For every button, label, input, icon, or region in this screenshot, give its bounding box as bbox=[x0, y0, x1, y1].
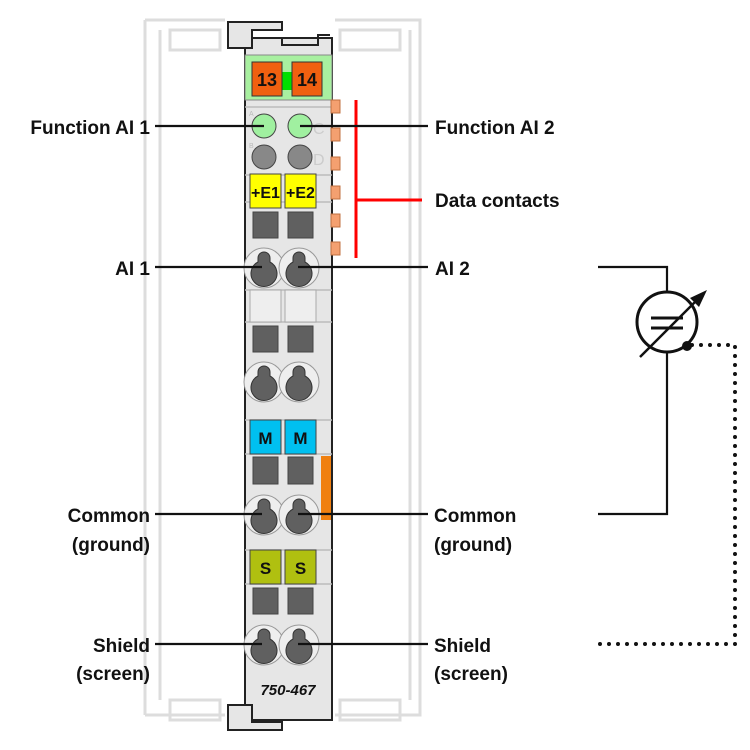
label-screen-right: (screen) bbox=[434, 664, 508, 685]
marker-s2 bbox=[284, 549, 317, 585]
led-b bbox=[251, 144, 277, 170]
terminal-13 bbox=[251, 61, 283, 97]
marker-m1-label: M bbox=[258, 429, 272, 448]
terminal-14 bbox=[291, 61, 323, 97]
marker-m2-label: M bbox=[293, 429, 307, 448]
marker-e1 bbox=[249, 173, 282, 209]
clamp-connector[interactable] bbox=[278, 361, 320, 403]
data-contacts-bracket bbox=[354, 100, 422, 258]
label-ai2: AI 2 bbox=[435, 259, 470, 280]
marker-e2 bbox=[284, 173, 317, 209]
marker-s1-label: S bbox=[260, 559, 271, 578]
marker-e2-label: +E2 bbox=[286, 185, 315, 202]
current-source-icon bbox=[635, 290, 707, 358]
label-shield-left: Shield bbox=[93, 636, 150, 657]
power-jumper-contact bbox=[321, 456, 331, 520]
clamp-connector[interactable] bbox=[243, 247, 285, 289]
data-contacts bbox=[330, 99, 341, 256]
terminal-14-label: 14 bbox=[297, 70, 317, 90]
label-ground-left: (ground) bbox=[72, 535, 150, 556]
marker-s2-label: S bbox=[295, 559, 306, 578]
terminal-13-label: 13 bbox=[257, 70, 277, 90]
led-d bbox=[287, 144, 313, 170]
label-shield-right: Shield bbox=[434, 636, 491, 657]
led-letter-b: B bbox=[249, 143, 254, 150]
label-common-left: Common bbox=[68, 506, 150, 527]
marker-e1-label: +E1 bbox=[251, 185, 280, 202]
leader-lines bbox=[155, 124, 428, 646]
label-function-ai2: Function AI 2 bbox=[435, 118, 555, 139]
sensor-wiring bbox=[596, 265, 737, 646]
label-common-right: Common bbox=[434, 506, 516, 527]
led-letter-c: C bbox=[313, 121, 325, 138]
led-letter-d: D bbox=[313, 152, 325, 169]
marker-s1 bbox=[249, 549, 282, 585]
part-number: 750-467 bbox=[260, 682, 316, 699]
marker-m1 bbox=[249, 419, 282, 455]
label-screen-left: (screen) bbox=[76, 664, 150, 685]
clamp-connector[interactable] bbox=[243, 361, 285, 403]
led-letter-a: A bbox=[249, 111, 254, 118]
label-data-contacts: Data contacts bbox=[435, 191, 560, 212]
io-module: 13 14 A B C D +E1 +E2 M M bbox=[227, 21, 341, 731]
neighbour-modules bbox=[143, 18, 422, 722]
marker-m2 bbox=[284, 419, 317, 455]
label-ai1: AI 1 bbox=[115, 259, 150, 280]
label-function-ai1: Function AI 1 bbox=[30, 118, 150, 139]
top-latch bbox=[227, 21, 283, 49]
clamp-connectors bbox=[243, 247, 320, 666]
bottom-latch bbox=[227, 704, 283, 731]
label-ground-right: (ground) bbox=[434, 535, 512, 556]
